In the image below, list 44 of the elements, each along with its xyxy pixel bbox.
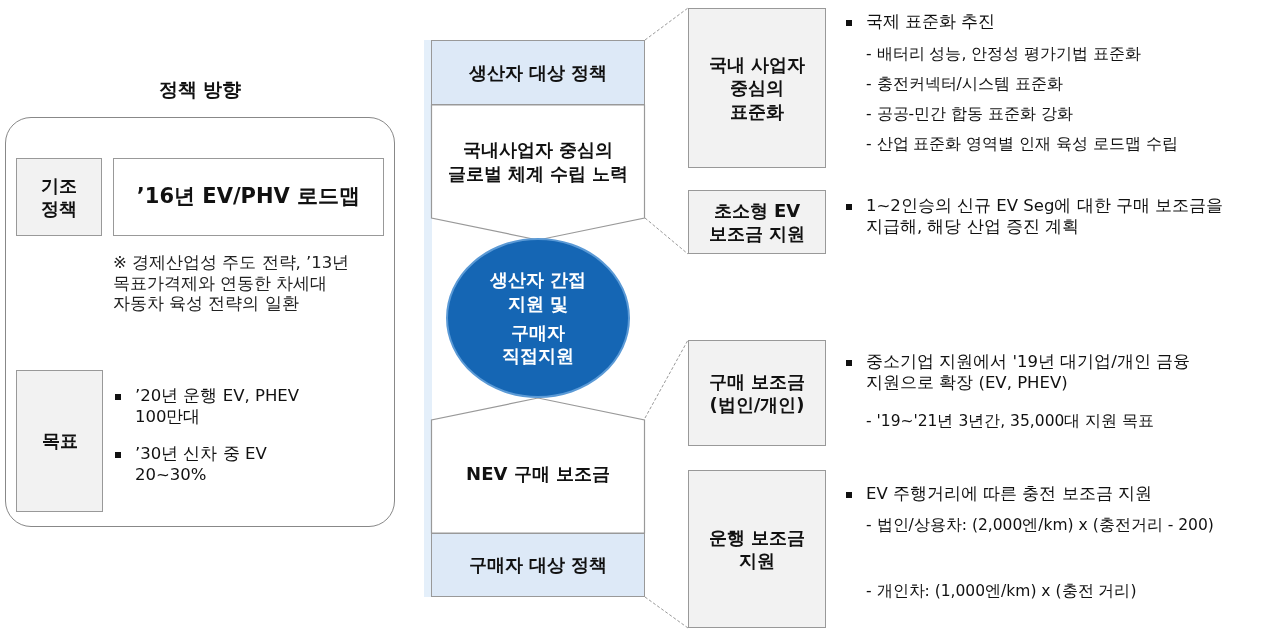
bullet-text: 국제 표준화 추진 bbox=[866, 12, 997, 33]
box-label: 기조 정책 bbox=[40, 173, 78, 221]
bullet-text: ’20년 운행 EV, PHEV 100만대 bbox=[135, 386, 300, 428]
box-label: 국내사업자 중심의 글로벌 체계 수립 노력 bbox=[446, 138, 630, 185]
note-text: ※ 경제산업성 주도 전략, ’13년 목표가격제와 연동한 차세대 자동차 육성 전략의 일환 bbox=[113, 253, 351, 315]
box-label: 국내 사업자 중심의 표준화 bbox=[707, 52, 807, 124]
center-circle bbox=[446, 238, 630, 398]
pointed-panel bbox=[431, 105, 645, 240]
sub-item-text: - 개인차: (1,000엔/km) x (충전 거리) bbox=[866, 582, 1138, 602]
title-box bbox=[113, 158, 384, 236]
connector-line bbox=[644, 339, 689, 419]
bullet-text: 1~2인승의 신규 EV Seg에 대한 구매 보조금을 지급해, 해당 산업 증진 계획 bbox=[866, 196, 1225, 238]
category-box bbox=[688, 470, 826, 628]
panel-heading: 정책 방향 bbox=[157, 77, 243, 102]
category-box bbox=[688, 340, 826, 446]
box-label: 구매 보조금 (법인/개인) bbox=[707, 369, 807, 417]
category-box bbox=[688, 190, 826, 254]
circle-label: 생산자 간접 지원 및 bbox=[488, 268, 588, 315]
category-box bbox=[16, 158, 102, 236]
bullet-text: ’30년 신차 중 EV 20~30% bbox=[135, 444, 268, 486]
header-band bbox=[431, 533, 645, 597]
box-label: 생산자 대상 정책 bbox=[468, 60, 608, 85]
box-label: NEV 구매 보조금 bbox=[466, 461, 610, 486]
header-band bbox=[431, 40, 645, 105]
category-box bbox=[688, 8, 826, 168]
sub-item-text: - 공공-민간 합동 표준화 강화 bbox=[866, 105, 1074, 125]
bullet-text: EV 주행거리에 따른 충전 보조금 지원 bbox=[866, 484, 1153, 505]
box-label: ’16년 EV/PHV 로드맵 bbox=[136, 183, 361, 211]
sub-item-text: - '19~'21년 3년간, 35,000대 지원 목표 bbox=[866, 412, 1156, 432]
connector-line bbox=[644, 596, 689, 629]
box-label: 운행 보조금 지원 bbox=[707, 525, 807, 573]
pointed-panel bbox=[431, 398, 645, 533]
connector-line bbox=[644, 7, 689, 41]
sub-item-text: - 산업 표준화 영역별 인재 육성 로드맵 수립 bbox=[866, 135, 1180, 155]
sub-item-text: - 충전커넥터/시스템 표준화 bbox=[866, 75, 1064, 95]
box-label: 목표 bbox=[41, 429, 78, 453]
category-box bbox=[16, 370, 103, 512]
circle-label: 구매자 직접지원 bbox=[501, 321, 575, 368]
sub-item-text: - 배터리 성능, 안정성 평가기법 표준화 bbox=[866, 45, 1143, 65]
bullet-text: 중소기업 지원에서 '19년 대기업/개인 금융 지원으로 확장 (EV, PHEV) bbox=[866, 352, 1192, 394]
sub-item-text: - 법인/상용차: (2,000엔/km) x (충전거리 - 200) bbox=[866, 516, 1215, 536]
box-label: 구매자 대상 정책 bbox=[468, 553, 608, 577]
connector-line bbox=[644, 217, 689, 255]
box-label: 초소형 EV 보조금 지원 bbox=[707, 198, 807, 246]
